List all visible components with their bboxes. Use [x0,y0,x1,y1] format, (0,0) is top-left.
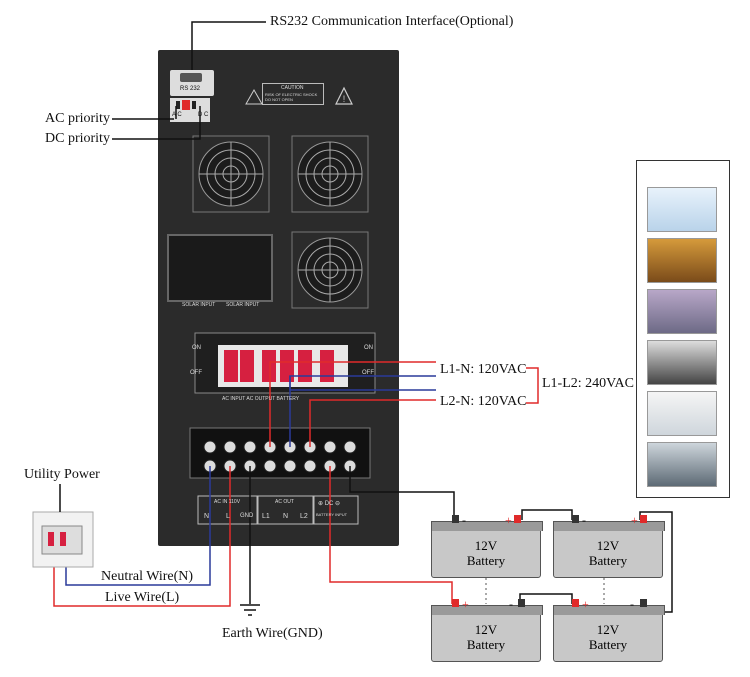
battery-2-minus: - [582,513,586,527]
battery-3-minus: - [509,597,513,611]
battery-3-text: Battery [466,637,506,652]
fan-icon-3 [291,231,369,309]
appliance-laptop-image [647,289,717,334]
l1l2-label: L1-L2: 240VAC [542,376,634,391]
dc-title: ⊕ DC ⊖ [318,501,341,507]
battery-1-minus: - [462,513,466,527]
breaker-switches[interactable] [224,350,334,382]
breaker-on-left: ON [192,345,201,351]
terminal-block [189,427,371,479]
rs232-port: RS 232 [170,70,214,96]
caution-label: CAUTION RISK OF ELECTRIC SHOCK DO NOT OP… [262,83,324,105]
battery-4-minus: - [630,597,634,611]
battery-4-text: Battery [588,637,628,652]
ac-out-title: AC OUT [275,499,294,505]
battery-3: + - 12V Battery [431,597,543,662]
ac-in-l: L [226,513,230,520]
appliance-fan-image [647,187,717,232]
ac-out-l2: L2 [300,513,308,520]
breaker-on-right: ON [364,345,373,351]
ground-icon [240,604,260,616]
lcd-screen [167,234,273,302]
ac-out-l1: L1 [262,513,270,520]
ac-in-gnd: GND [240,513,254,519]
l2n-label: L2-N: 120VAC [440,394,527,409]
breaker-off-left: OFF [190,370,202,376]
battery-1-text: Battery [466,553,506,568]
ac-in-n: N [204,513,210,520]
battery-3-plus: + [462,597,469,611]
svg-text:!: ! [343,94,346,104]
battery-2-text: Battery [588,553,628,568]
switch-ac-label: A C [172,112,182,118]
solar-input-right: SOLAR INPUT [226,302,260,308]
warning-icon: ! [335,86,353,105]
ac-out-n: N [283,513,289,520]
battery-1-voltage: 12V [474,538,498,553]
breaker-off-right: OFF [362,370,374,376]
battery-2-plus: + [631,513,638,527]
appliance-ac-image [647,391,717,436]
appliance-cooktop-image [647,340,717,385]
ac-in-title: AC IN 110V [214,499,241,505]
battery-2: - + 12V Battery [553,513,665,578]
priority-switch[interactable]: A C D C [170,98,210,122]
ac-priority-label: AC priority [45,111,110,126]
dc-sub: BATTERY INPUT [316,512,348,517]
battery-4-plus: + [582,597,589,611]
utility-breaker-box [32,511,94,568]
earth-wire-label: Earth Wire(GND) [222,626,323,641]
breaker-caption: AC INPUT AC OUTPUT BATTERY [222,396,300,402]
dc-priority-label: DC priority [45,131,110,146]
battery-4-voltage: 12V [596,622,620,637]
fan-icon-1 [192,135,270,213]
solar-input-left: SOLAR INPUT [182,302,216,308]
battery-2-voltage: 12V [596,538,620,553]
l1n-label: L1-N: 120VAC [440,362,527,377]
battery-1: - + 12V Battery [431,513,543,578]
battery-1-plus: + [505,513,512,527]
switch-dc-label: D C [198,112,209,118]
neutral-wire-label: Neutral Wire(N) [101,569,194,584]
battery-4: + - 12V Battery [553,597,665,662]
appliance-lamp-image [647,238,717,283]
appliance-fridge-image [647,442,717,487]
hazard-icon [245,88,263,105]
rs232-label: RS232 Communication Interface(Optional) [270,14,514,29]
battery-3-voltage: 12V [474,622,498,637]
rs232-port-label: RS 232 [180,86,201,92]
live-wire-label: Live Wire(L) [105,590,180,605]
fan-icon-2 [291,135,369,213]
utility-power-label: Utility Power [24,467,100,482]
